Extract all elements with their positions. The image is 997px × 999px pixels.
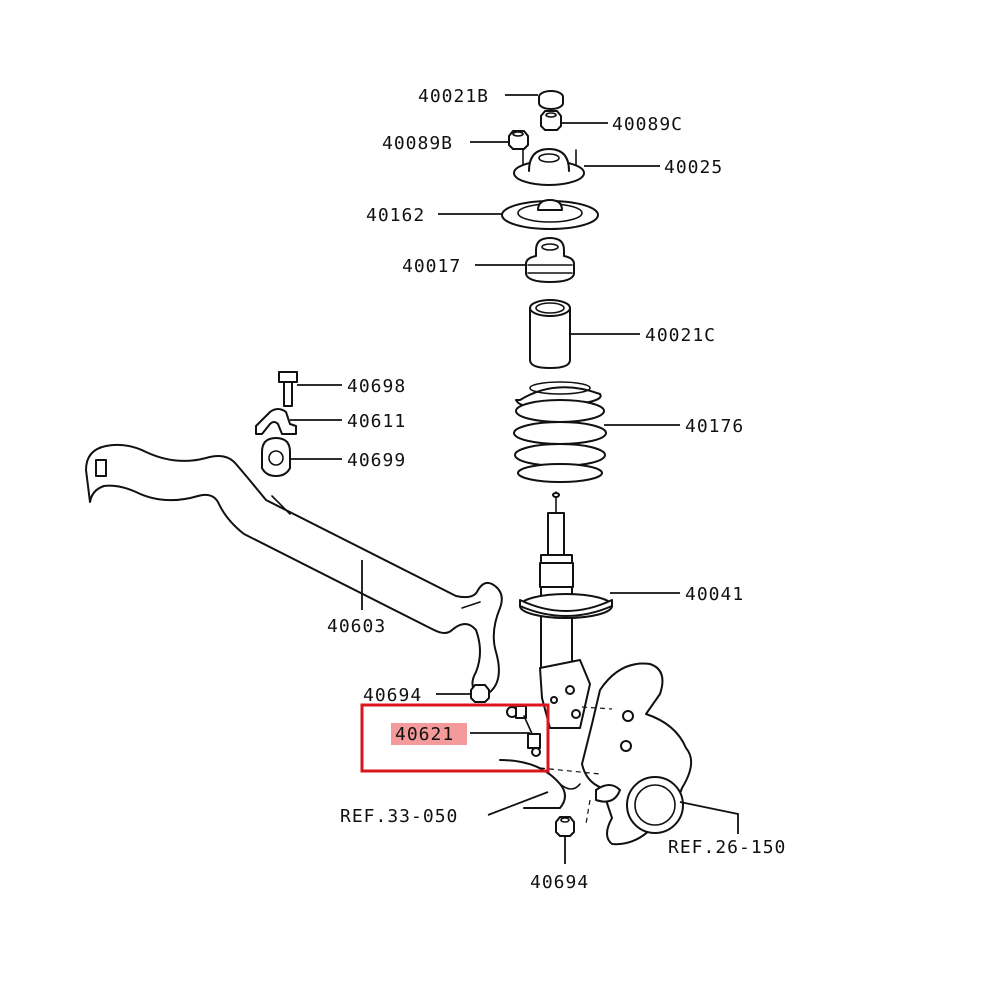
part-40041-shock-absorber[interactable] [519, 491, 613, 729]
part-40021b-cap[interactable] [538, 90, 564, 110]
label-40089c: 40089C [612, 114, 683, 135]
label-40017: 40017 [402, 256, 461, 277]
part-40089c-nut[interactable] [540, 110, 562, 131]
part-lower-arm [499, 759, 581, 809]
label-40698: 40698 [347, 376, 406, 397]
label-40611: 40611 [347, 411, 406, 432]
part-40698-bolt[interactable] [278, 371, 298, 407]
part-40089b-nut[interactable] [508, 130, 529, 150]
part-40699-bushing[interactable] [261, 437, 291, 477]
label-40176: 40176 [685, 416, 744, 437]
leader-ref33 [487, 791, 549, 816]
part-40021c-dust-boot[interactable] [529, 299, 571, 369]
part-40621-stabilizer-link[interactable] [506, 705, 541, 757]
part-40176-coil-spring[interactable] [513, 381, 607, 483]
leader-ref26 [679, 801, 739, 834]
label-ref26: REF.26-150 [668, 837, 786, 858]
label-40025: 40025 [664, 157, 723, 178]
part-40162-insulator[interactable] [501, 199, 599, 230]
label-40694-upper: 40694 [363, 685, 422, 706]
label-40694-lower: 40694 [530, 872, 589, 893]
label-40603: 40603 [327, 616, 386, 637]
part-40603-stabilizer-bar[interactable] [85, 443, 503, 695]
label-40699: 40699 [347, 450, 406, 471]
part-40025-strut-mount[interactable] [513, 148, 585, 186]
label-ref33: REF.33-050 [340, 806, 458, 827]
label-40041: 40041 [685, 584, 744, 605]
part-40694-upper-nut[interactable] [470, 684, 490, 703]
part-40611-bracket[interactable] [255, 408, 297, 435]
part-40694-lower-nut[interactable] [555, 816, 575, 837]
part-40017-bump-stop[interactable] [525, 237, 575, 283]
highlight-text-bg [391, 723, 467, 745]
label-40021c: 40021C [645, 325, 716, 346]
highlight-box [360, 703, 550, 773]
label-40621[interactable]: 40621 [395, 724, 454, 745]
label-40021b: 40021B [418, 86, 489, 107]
label-40162: 40162 [366, 205, 425, 226]
label-40089b: 40089B [382, 133, 453, 154]
part-knuckle [581, 662, 693, 846]
